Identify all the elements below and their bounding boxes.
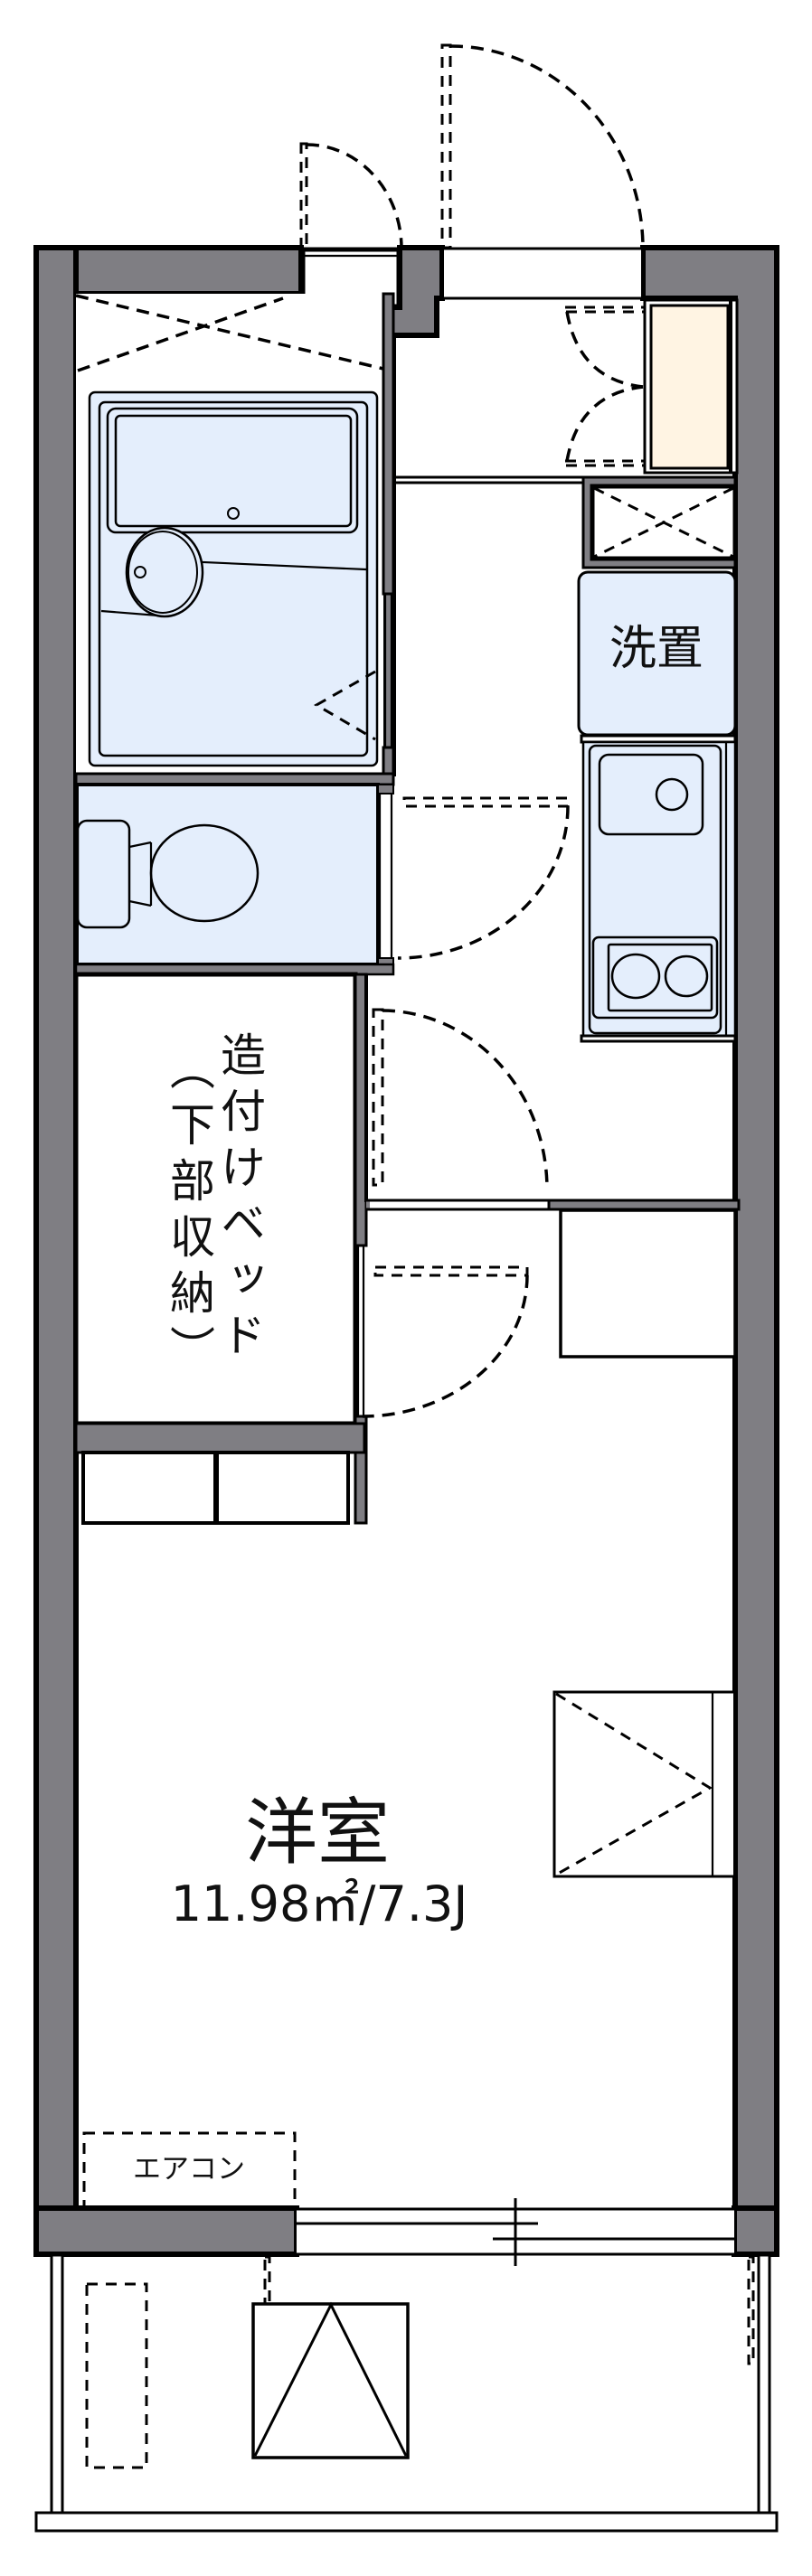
closet-door-swing[interactable] xyxy=(362,1265,529,1418)
built-in-bed-closet xyxy=(73,972,358,1426)
room-side-closet xyxy=(552,1690,737,1878)
toilet-bowl-icon xyxy=(149,823,260,923)
paren-open: ︵ xyxy=(163,1045,215,1101)
toilet-door-swing[interactable] xyxy=(397,796,570,960)
stove xyxy=(591,935,719,1020)
entrance-opening xyxy=(443,249,642,297)
air-conditioner-label: エアコン xyxy=(133,2153,245,2186)
toilet-tank xyxy=(76,819,131,929)
pipe-shaft xyxy=(581,475,738,569)
storage-shelves xyxy=(81,1451,350,1525)
room-area: 11.98㎡/7.3J xyxy=(170,1876,468,1932)
char-4: 納 xyxy=(163,1269,215,1325)
room-door-swing[interactable] xyxy=(372,1008,549,1190)
char-1: 下 xyxy=(163,1101,215,1157)
outdoor-unit xyxy=(85,2282,148,2469)
burner-right-icon xyxy=(664,954,709,998)
char-3: 収 xyxy=(163,1213,215,1269)
outer-walls xyxy=(33,245,779,2257)
toilet-room xyxy=(75,783,380,966)
built-in-bed-label: 造付けベッド xyxy=(213,1031,266,1368)
air-conditioner xyxy=(82,2131,297,2210)
tub-drain-icon xyxy=(227,507,240,520)
meter-box-door-swing xyxy=(299,142,403,249)
room-name: 洋室 xyxy=(245,1791,390,1875)
sliding-window[interactable] xyxy=(297,2198,734,2266)
room-corner-box xyxy=(559,1208,737,1359)
hatch-icon xyxy=(251,2301,410,2459)
built-in-bed-sublabel: ︵下部収納︶ xyxy=(163,1045,215,1381)
bathtub xyxy=(106,407,359,534)
sink-drain-icon xyxy=(655,777,689,812)
char-2: 部 xyxy=(163,1157,215,1213)
paren-close: ︶ xyxy=(163,1325,215,1381)
basin-icon xyxy=(125,526,204,618)
balcony xyxy=(34,2253,779,2533)
shoe-cabinet xyxy=(563,298,739,475)
sink xyxy=(598,753,704,836)
bathroom xyxy=(75,294,384,774)
burner-left-icon xyxy=(610,953,661,1000)
washer-space-label: 洗置 xyxy=(609,622,704,676)
kitchen-counter xyxy=(580,734,737,1043)
entrance-door-swing[interactable] xyxy=(440,43,645,249)
